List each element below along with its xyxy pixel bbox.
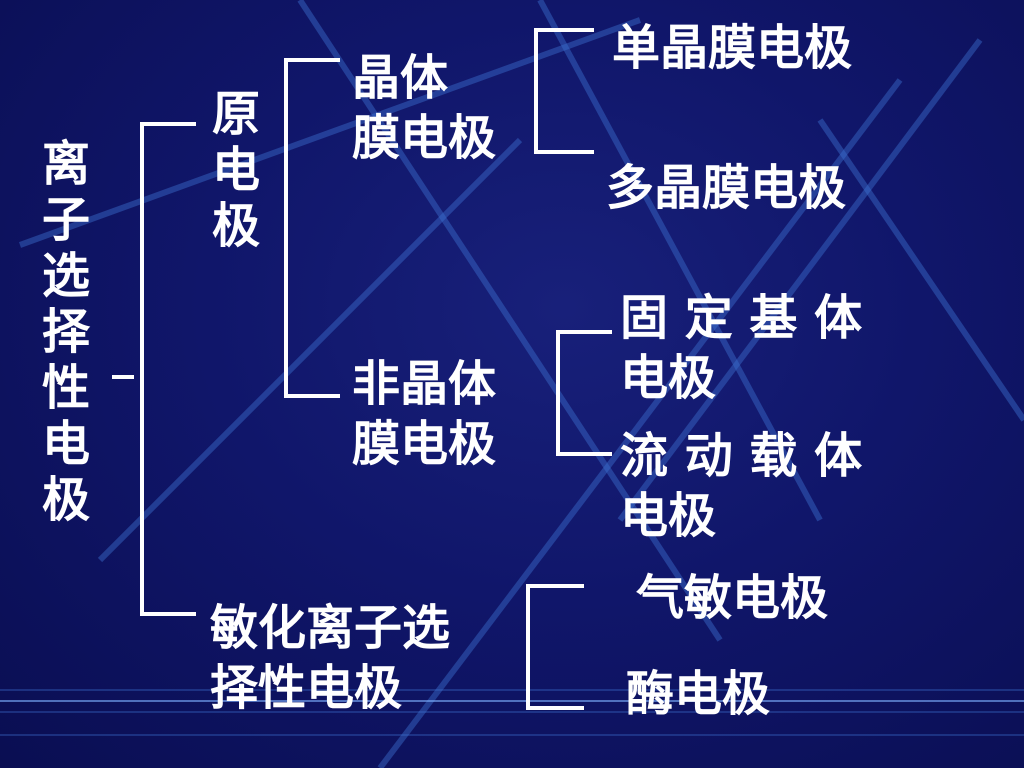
- fixed-matrix-electrode: 固 定 基 体 电极: [620, 290, 863, 406]
- polycrystal-electrode: 多晶膜电极: [606, 160, 847, 216]
- bracket-level1: [140, 122, 196, 616]
- noncrystal-membrane-label: 非晶体 膜电极: [352, 356, 497, 472]
- gas-sensing-electrode: 气敏电极: [636, 570, 829, 626]
- bracket-primary: [284, 58, 340, 398]
- bracket-crystal: [534, 28, 594, 154]
- single-crystal-electrode: 单晶膜电极: [612, 20, 853, 76]
- root-connector: [112, 375, 134, 379]
- mobile-carrier-electrode: 流 动 载 体 电极: [620, 428, 863, 544]
- root-label: 离 子 选 择 性 电 极: [41, 136, 90, 528]
- primary-electrode-label: 原 电 极: [211, 86, 260, 254]
- sensitized-ise-label: 敏化离子选 择性电极: [210, 600, 451, 716]
- bracket-noncrystal: [556, 330, 612, 456]
- enzyme-electrode: 酶电极: [626, 666, 771, 722]
- crystal-membrane-label: 晶体 膜电极: [352, 50, 497, 166]
- bracket-sensitized: [526, 584, 584, 710]
